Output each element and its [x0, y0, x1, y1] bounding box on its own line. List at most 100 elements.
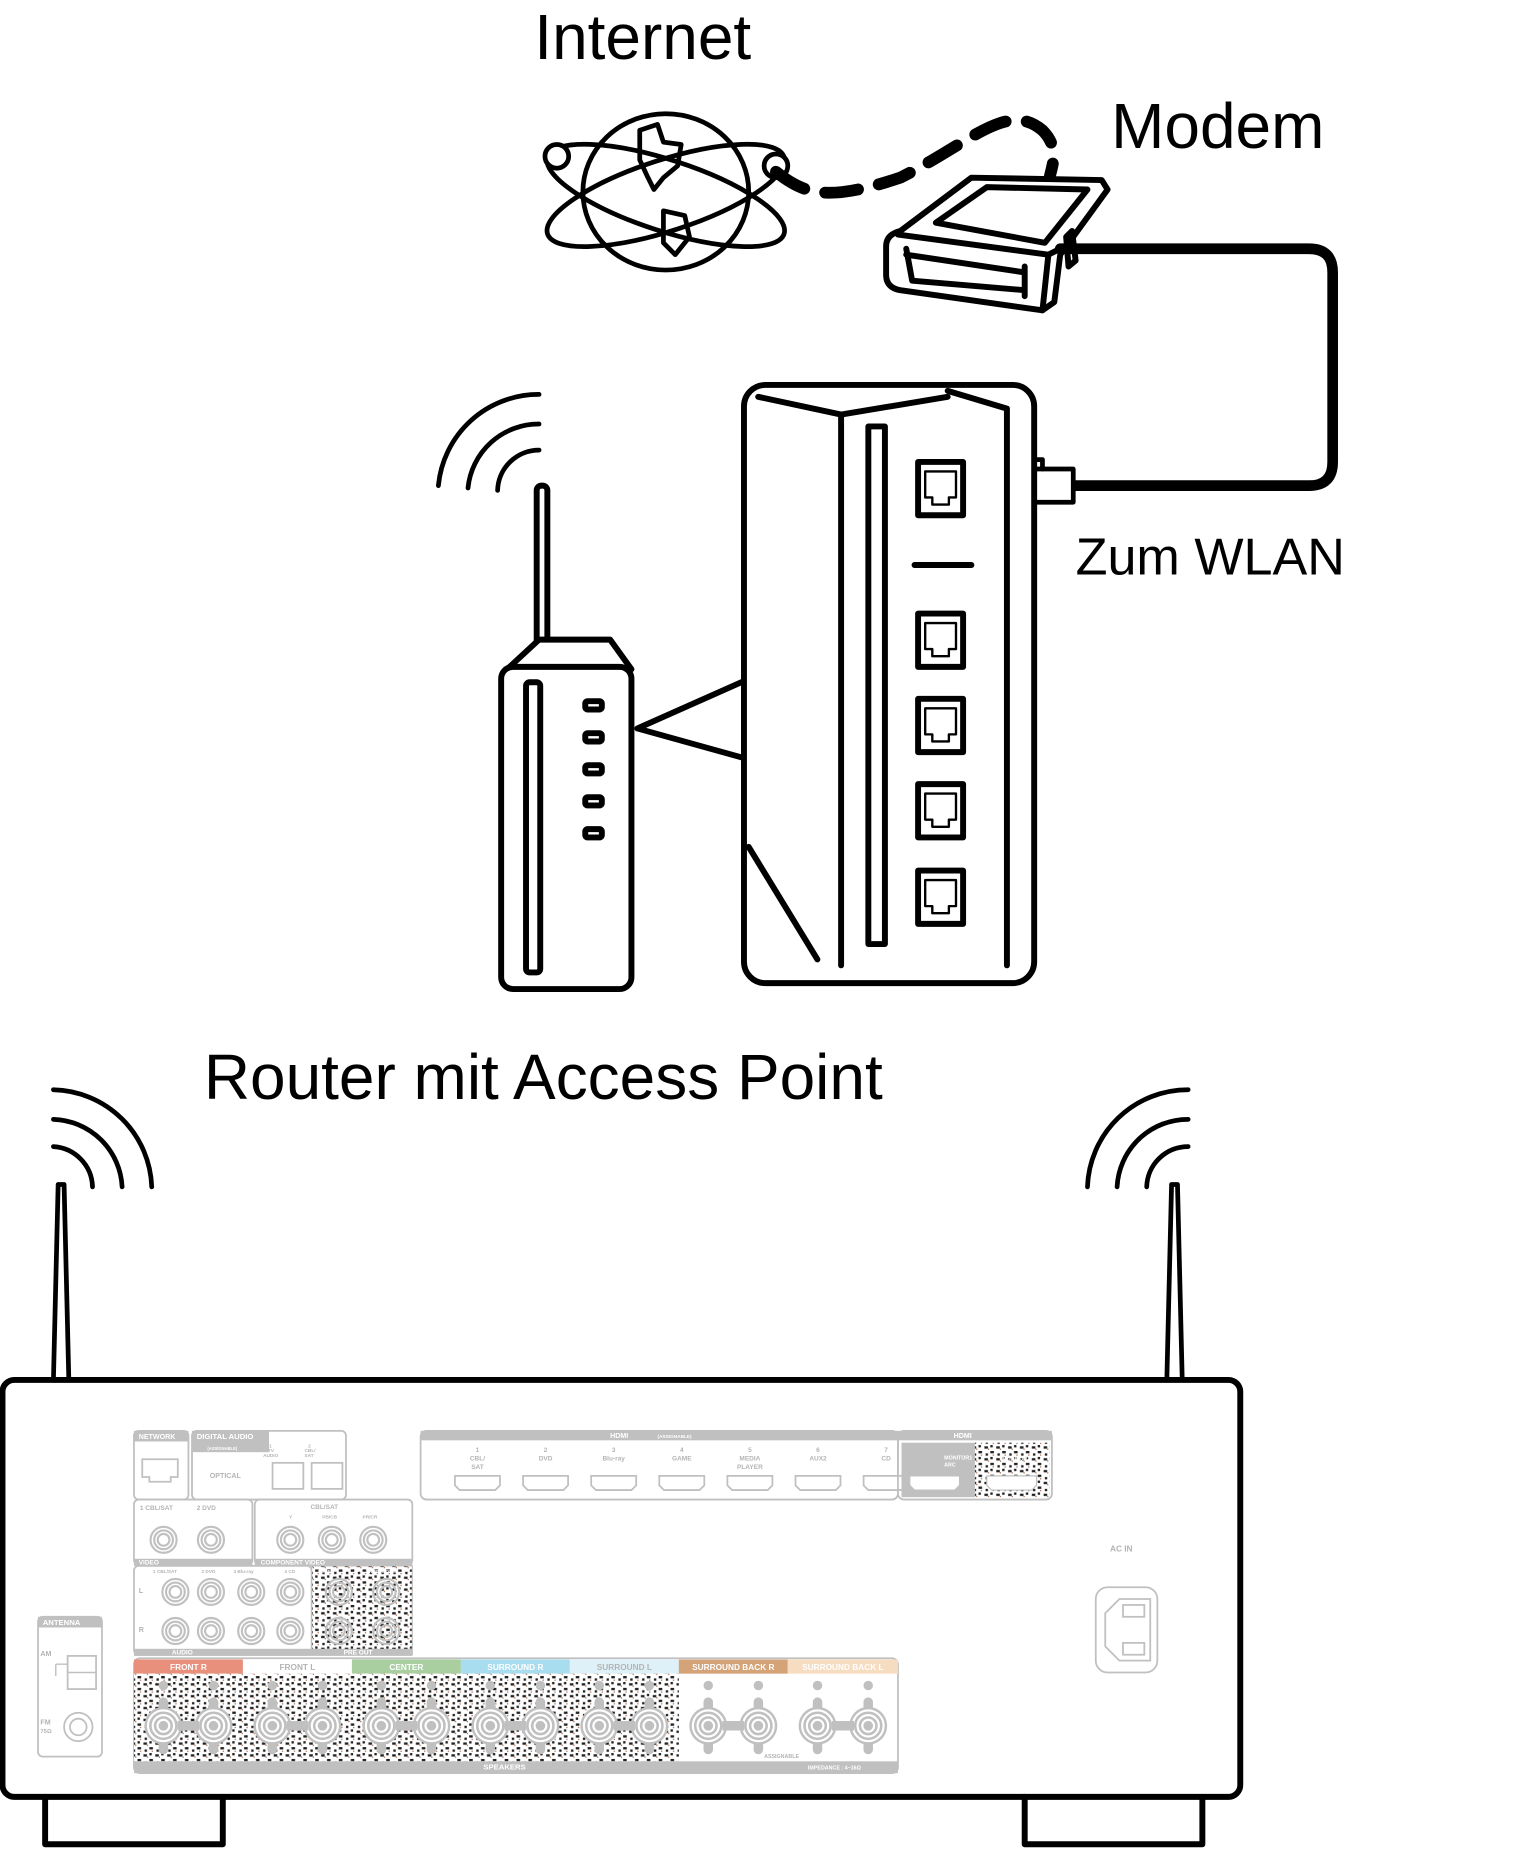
video-jack [359, 1525, 388, 1554]
video-jack [276, 1525, 305, 1554]
channel-l-label: L [139, 1587, 144, 1595]
video-inputs-panel: 1 CBL/SAT 2 DVD VIDEO CBL/SAT Y PB/CB PR… [133, 1498, 414, 1567]
plus-terminal-icon [594, 1680, 605, 1691]
antenna-label: ANTENNA [43, 1618, 81, 1627]
video-1-label: 1 CBL/SAT [140, 1505, 173, 1512]
plus-terminal-icon [812, 1680, 823, 1691]
hdmi-in-assignable: (ASSIGNABLE) [658, 1434, 693, 1440]
router-label: Router mit Access Point [204, 1041, 883, 1113]
audio-jack-l [161, 1577, 190, 1607]
speaker-group-front-l: FRONT L [242, 1659, 352, 1762]
fm-label: FM [40, 1719, 50, 1727]
hdmi-input-name2: PLAYER [737, 1464, 763, 1471]
minus-terminal-icon [644, 1680, 655, 1691]
router-icon [498, 482, 635, 993]
audio-jack-l [324, 1577, 353, 1607]
plus-terminal-icon [376, 1680, 387, 1691]
network-label: NETWORK [139, 1433, 177, 1441]
hdmi-out-title: HDMI [954, 1432, 972, 1440]
hdmi-input-name: CBL/ [470, 1455, 485, 1462]
hdmi-port-icon [658, 1474, 706, 1491]
hdmi-port-icon [522, 1474, 569, 1491]
hdmi-in-title: HDMI [610, 1432, 628, 1440]
minus-terminal-icon [863, 1680, 873, 1691]
video-2-label: 2 DVD [197, 1505, 216, 1512]
optical-2-name2: SAT [305, 1453, 314, 1459]
hdmi-input-name: Blu-ray [602, 1455, 625, 1462]
audio-jack-r [196, 1616, 226, 1646]
to-wlan-label: Zum WLAN [1076, 528, 1345, 586]
hdmi-port-icon [590, 1474, 638, 1491]
audio-4-label: 4 CD [284, 1569, 295, 1575]
hdmi-input-num: 4 [680, 1447, 684, 1454]
speaker-group-surround-back-l: SURROUND BACK L [787, 1659, 898, 1755]
audio-jack-r [324, 1616, 353, 1646]
router-port-callout [634, 381, 1038, 987]
receiver-antenna-right [1085, 1087, 1192, 1424]
audio-2-label: 2 DVD [201, 1569, 215, 1575]
component-pb: PB/CB [322, 1515, 337, 1521]
component-label: COMPONENT VIDEO [261, 1560, 325, 1567]
hdmi-input-num: 1 [476, 1447, 480, 1454]
speaker-group-label: SURROUND R [487, 1662, 543, 1672]
fm-ohm-label: 75Ω [40, 1729, 52, 1735]
minus-terminal-icon [317, 1680, 328, 1691]
speaker-group-label: SURROUND BACK L [802, 1662, 883, 1672]
hdmi-input-num: 5 [748, 1447, 752, 1454]
speaker-group-surround-back-r: SURROUND BACK R [678, 1659, 788, 1755]
minus-terminal-icon [753, 1680, 764, 1691]
component-pr: PR/CR [363, 1515, 378, 1521]
router-lan-port-icons [924, 470, 958, 915]
audio-jack-l [276, 1577, 305, 1607]
subwoofer-label: SUBWOOFER [367, 1569, 399, 1575]
audio-jack-r [372, 1616, 401, 1646]
speakers-label: SPEAKERS [483, 1763, 525, 1772]
assignable-label: ASSIGNABLE [764, 1754, 799, 1760]
ac-inlet: AC IN [1094, 1544, 1159, 1674]
hdmi-input-num: 6 [816, 1447, 820, 1454]
speaker-group-front-r: FRONT R [133, 1659, 243, 1762]
video-jack [317, 1525, 346, 1554]
receiver-feet [42, 1793, 1206, 1848]
hdmi-input-num: 2 [544, 1447, 548, 1454]
hdmi-input-name: CD [881, 1455, 891, 1462]
speaker-group-surround-l: SURROUND L [569, 1659, 679, 1762]
optical-1-num: 1 [269, 1443, 272, 1449]
hdmi-out-panel: HDMI MONITOR1 ARC MONITOR2 [897, 1429, 1053, 1501]
speaker-group-label: SURROUND BACK R [692, 1662, 774, 1672]
optical-label: OPTICAL [210, 1472, 242, 1480]
audio-3-label: 3 Blu-ray [233, 1569, 254, 1575]
monitor2-label: MONITOR2 [1002, 1456, 1030, 1462]
video-label: VIDEO [139, 1560, 159, 1567]
audio-jack-r [237, 1616, 266, 1646]
hdmi-port-icon [454, 1474, 501, 1491]
internet-label: Internet [534, 1, 751, 73]
audio-1-label: 1 CBL/SAT [153, 1569, 177, 1575]
optical-2-num: 2 [308, 1443, 311, 1449]
speaker-group-label: FRONT L [279, 1662, 315, 1672]
antenna-terminals: ANTENNA AM FM 75Ω [37, 1615, 103, 1758]
component-title: CBL/SAT [310, 1504, 338, 1511]
plus-terminal-icon [158, 1680, 169, 1691]
minus-terminal-icon [208, 1680, 219, 1691]
internet-link-dashed [770, 114, 1060, 199]
hdmi-input-num: 7 [884, 1447, 888, 1454]
digital-audio-assignable: (ASSIGNABLE) [207, 1446, 237, 1451]
plus-terminal-icon [485, 1680, 496, 1691]
speaker-group-label: SURROUND L [597, 1662, 652, 1672]
impedance-label: IMPEDANCE : 4~16Ω [808, 1766, 862, 1772]
pre-out-label: PRE OUT [344, 1650, 373, 1657]
component-y: Y [289, 1515, 293, 1521]
am-label: AM [40, 1650, 51, 1658]
optical-1-name2: AUDIO [263, 1453, 279, 1459]
audio-label: AUDIO [172, 1650, 193, 1657]
optical-1-name: TV [268, 1448, 275, 1454]
hdmi-input-name: GAME [672, 1455, 692, 1462]
